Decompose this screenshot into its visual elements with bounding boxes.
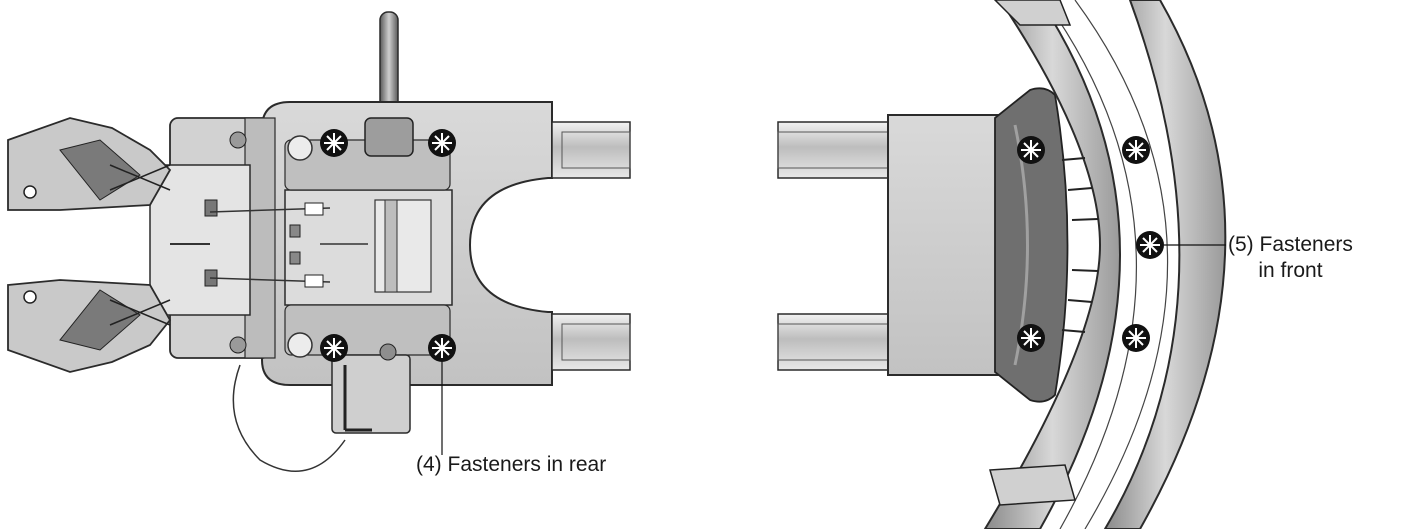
fastener-front-2 [1017, 324, 1045, 352]
cable [232, 364, 346, 472]
front-arc-band [983, 0, 1121, 529]
callout-front-line-2: in front [1258, 259, 1323, 282]
fastener-rear-3 [320, 334, 348, 362]
front-assembly [777, 0, 1227, 529]
fastener-front-1 [1017, 136, 1045, 164]
fastener-front-5 [1122, 324, 1150, 352]
fastener-rear-1 [320, 129, 348, 157]
rear-lower-rail [551, 313, 631, 371]
fastener-rear-4 [428, 334, 456, 362]
callout-front-fasteners: (5) Fasteners in front [1228, 232, 1353, 284]
fastener-rear-2 [428, 129, 456, 157]
front-dark-shoe [994, 87, 1069, 403]
callout-front-line-1: (5) Fasteners [1228, 233, 1353, 256]
bottom-bracket [331, 354, 411, 434]
callout-rear-fasteners: (4) Fasteners in rear [416, 453, 607, 476]
rear-assembly [7, 11, 631, 472]
fastener-front-4 [1136, 231, 1164, 259]
front-housing-plate [887, 114, 1001, 376]
rear-upper-rail [551, 121, 631, 179]
fastener-front-3 [1122, 136, 1150, 164]
